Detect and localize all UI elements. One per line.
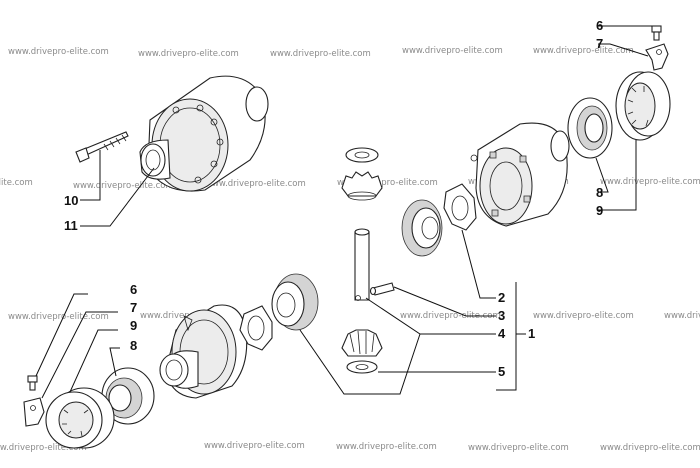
differential-case-right: [470, 122, 570, 227]
lock-screw-left: [27, 375, 38, 391]
watermark: www.drivepro-elite.com: [402, 46, 503, 56]
pinion-shaft: [354, 228, 370, 301]
callout-5: 5: [498, 364, 505, 379]
callout-11: 11: [64, 218, 78, 233]
bolt: [75, 131, 129, 163]
lock-pin: [369, 282, 395, 296]
watermark: www.drivepro-elite.com: [8, 47, 109, 57]
callout-3: 3: [498, 308, 505, 323]
differential-housing-upper: [139, 75, 269, 192]
watermark: www.drivepro-elite.com: [73, 181, 174, 191]
watermark: www.drivepro-elite.com: [205, 179, 306, 189]
callout-2: 2: [498, 290, 505, 305]
lock-plate-right: [645, 43, 669, 71]
bearing-left: [101, 367, 155, 425]
watermark: www.drivepro-elite.com: [600, 177, 700, 187]
callout-10: 10: [64, 193, 78, 208]
callout-7: 7: [130, 300, 137, 315]
pinion-gear-top: [341, 171, 383, 201]
callout-9: 9: [130, 318, 137, 333]
side-gear-right: [401, 199, 443, 257]
lock-screw-right: [651, 25, 662, 41]
pinion-gear-bottom: [341, 329, 383, 357]
thrust-washer-top: [345, 147, 379, 163]
watermark: www.drivepro-elite.com: [664, 311, 700, 321]
adjusting-ring-left: [45, 387, 115, 449]
callout-7: 7: [596, 36, 603, 51]
watermark: www.drivepro-elite.com: [533, 46, 634, 56]
callout-numbers: 6 7 8 9 10 11 2 3 4 1 5 6 7 9 8: [64, 18, 603, 379]
leader-lines: [35, 25, 652, 399]
watermark: www.drivepro-elite.com: [138, 49, 239, 59]
bearing-right: [567, 97, 613, 159]
watermark: www.drivepro-elite.com: [0, 178, 33, 188]
lock-plate-left: [23, 397, 45, 427]
callout-8: 8: [596, 185, 603, 200]
adjusting-ring-right: [615, 71, 671, 141]
callout-1: 1: [528, 326, 535, 341]
watermark: www.drivepro-elite.com: [337, 178, 438, 188]
watermark: www.drivepro-elite.com: [0, 443, 87, 453]
watermark: www.drivepro-elite.com: [600, 443, 700, 453]
callout-9: 9: [596, 203, 603, 218]
differential-housing-lower: [159, 304, 248, 399]
shim-left: [239, 305, 273, 351]
watermark: www.drivepro-elite.com: [468, 443, 569, 453]
callout-6: 6: [130, 282, 137, 297]
watermark: www.drivepro-elite.com: [336, 442, 437, 452]
thrust-washer-bottom: [346, 360, 378, 374]
callout-6: 6: [596, 18, 603, 33]
callout-4: 4: [498, 326, 506, 341]
shim-right: [443, 183, 477, 231]
watermark: www.drivepro-elite.com: [533, 311, 634, 321]
callout-8: 8: [130, 338, 137, 353]
watermark: www.drivepro-elite.com: [8, 312, 109, 322]
side-gear-left: [271, 273, 319, 331]
watermark: www.drivepro-elite.com: [400, 311, 501, 321]
watermark: www.drivepro-elite.com: [204, 441, 305, 451]
watermark: www.drivepro-elite.com: [270, 49, 371, 59]
